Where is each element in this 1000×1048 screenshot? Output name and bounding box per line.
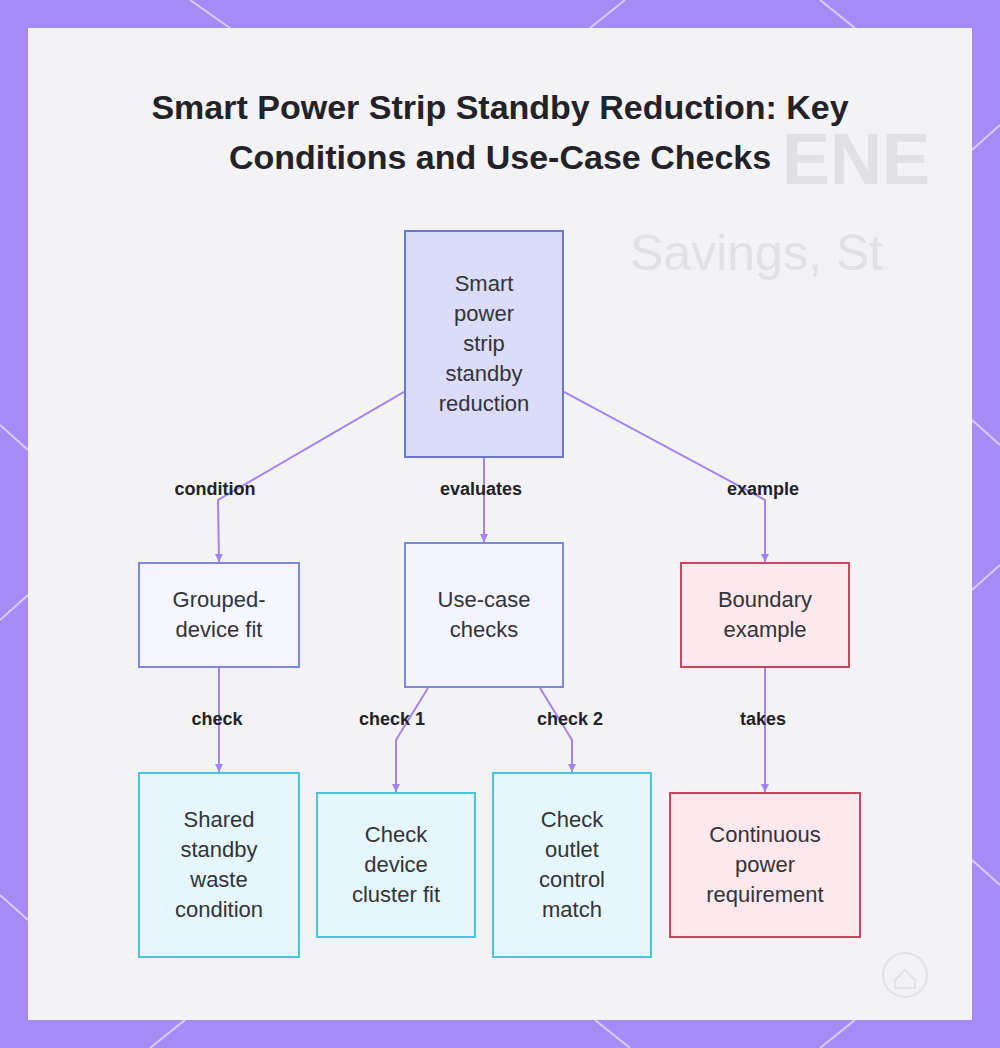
node-content: Continuous power requirement bbox=[689, 820, 841, 910]
connector-line bbox=[218, 392, 404, 562]
node-content: Shared standby waste condition bbox=[164, 805, 274, 925]
connector-line bbox=[396, 688, 428, 792]
example-box: Continuous power requirement bbox=[669, 792, 861, 938]
logo-house bbox=[895, 970, 915, 988]
node-label: Continuous power requirement bbox=[689, 820, 841, 910]
diagram-title: Smart Power Strip Standby Reduction: Key… bbox=[130, 82, 870, 182]
check-box: Check outlet control match bbox=[492, 772, 652, 958]
node-content: Grouped-device fit bbox=[154, 585, 284, 645]
logo-mark bbox=[883, 953, 927, 997]
node-content: Check device cluster fit bbox=[336, 820, 456, 910]
edge-label: example bbox=[727, 479, 799, 500]
connector-line bbox=[764, 668, 766, 792]
edge-label: evaluates bbox=[440, 479, 522, 500]
node-content: Use-case checks bbox=[420, 585, 548, 645]
node-label: Check device cluster fit bbox=[336, 820, 456, 910]
node-label: Shared standby waste condition bbox=[164, 805, 274, 925]
example-box: Boundary example bbox=[680, 562, 850, 668]
node-label: Grouped-device fit bbox=[154, 585, 284, 645]
edge-label: check bbox=[191, 709, 242, 730]
root-box: Smart power strip standby reduction bbox=[404, 230, 564, 458]
edge-label: condition bbox=[175, 479, 256, 500]
node-content: Check outlet control match bbox=[522, 805, 622, 925]
condition-box: Grouped-device fit bbox=[138, 562, 300, 668]
edge-label: takes bbox=[740, 709, 786, 730]
check-box: Check device cluster fit bbox=[316, 792, 476, 938]
node-label: Use-case checks bbox=[420, 585, 548, 645]
node-label: Boundary example bbox=[696, 585, 834, 645]
node-content: Boundary example bbox=[696, 585, 834, 645]
background-watermark: Savings, St bbox=[630, 224, 883, 282]
check-box: Shared standby waste condition bbox=[138, 772, 300, 958]
background-watermark: ENE bbox=[782, 118, 930, 200]
group-box: Use-case checks bbox=[404, 542, 564, 688]
node-label: Smart power strip standby reduction bbox=[434, 269, 534, 419]
connector-line bbox=[564, 392, 765, 562]
edge-label: check 2 bbox=[537, 709, 603, 730]
node-content: Smart power strip standby reduction bbox=[434, 269, 534, 419]
node-label: Check outlet control match bbox=[522, 805, 622, 925]
connector-line bbox=[540, 688, 572, 772]
edge-label: check 1 bbox=[359, 709, 425, 730]
connector-line bbox=[483, 458, 485, 542]
